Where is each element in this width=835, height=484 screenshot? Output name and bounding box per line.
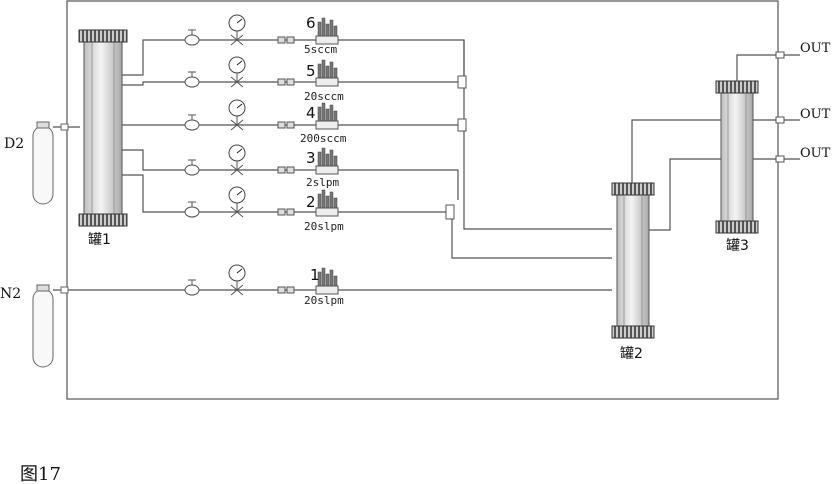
pipe-fitting-icon (277, 286, 295, 294)
controller-number: 4 (306, 104, 316, 122)
outlet-label: OUT (800, 107, 831, 122)
figure-caption: 图17 (20, 464, 61, 484)
controller-rate: 20slpm (304, 294, 344, 307)
pressure-gauge-icon (228, 99, 246, 131)
pipe-fitting-icon (277, 208, 295, 216)
pipe-fitting-icon (277, 121, 295, 129)
flow-controller-icon (315, 189, 339, 217)
flow-controller-icon (315, 59, 339, 87)
outlet-label: OUT (800, 41, 831, 56)
flow-controller-icon (315, 267, 339, 295)
needle-valve-icon (184, 159, 200, 176)
tee-fitting (457, 118, 467, 132)
controller-rate: 200sccm (300, 132, 347, 145)
d2-fitting (60, 123, 69, 131)
pressure-gauge-icon (228, 186, 246, 218)
tank-3 (715, 80, 759, 234)
needle-valve-icon (184, 114, 200, 131)
needle-valve-icon (184, 279, 200, 296)
n2-label: N2 (0, 286, 21, 302)
outlet-fitting (775, 51, 785, 59)
n2-cylinder (32, 284, 54, 368)
controller-number: 5 (306, 62, 316, 80)
outlet-label: OUT (800, 146, 831, 161)
tank-1-label: 罐1 (88, 232, 111, 248)
pipe-fitting-icon (277, 78, 295, 86)
tee-fitting (445, 204, 455, 220)
needle-valve-icon (184, 71, 200, 88)
flow-controller-icon (315, 147, 339, 175)
outlet-fitting (775, 155, 785, 163)
controller-number: 3 (306, 149, 316, 167)
controller-rate: 20sccm (304, 90, 344, 103)
d2-cylinder (32, 121, 54, 205)
d2-label: D2 (4, 136, 24, 152)
tank-2 (611, 182, 655, 339)
n2-fitting (60, 286, 69, 294)
flow-controller-icon (315, 17, 339, 45)
tank-2-label: 罐2 (620, 346, 643, 362)
controller-number: 1 (310, 266, 320, 284)
system-frame (66, 0, 779, 400)
flow-controller-icon (315, 102, 339, 130)
needle-valve-icon (184, 29, 200, 46)
pressure-gauge-icon (228, 264, 246, 296)
pressure-gauge-icon (228, 56, 246, 88)
tank-3-label: 罐3 (726, 238, 749, 254)
controller-rate: 20slpm (304, 220, 344, 233)
pressure-gauge-icon (228, 14, 246, 46)
controller-rate: 2slpm (306, 176, 339, 189)
pipe-fitting-icon (277, 36, 295, 44)
controller-number: 6 (306, 14, 316, 32)
controller-rate: 5sccm (304, 43, 337, 56)
pipe-fitting-icon (277, 166, 295, 174)
tank-1 (78, 29, 128, 227)
outlet-fitting (775, 116, 785, 124)
controller-number: 2 (306, 193, 316, 211)
tee-fitting (457, 75, 467, 89)
needle-valve-icon (184, 201, 200, 218)
pressure-gauge-icon (228, 144, 246, 176)
